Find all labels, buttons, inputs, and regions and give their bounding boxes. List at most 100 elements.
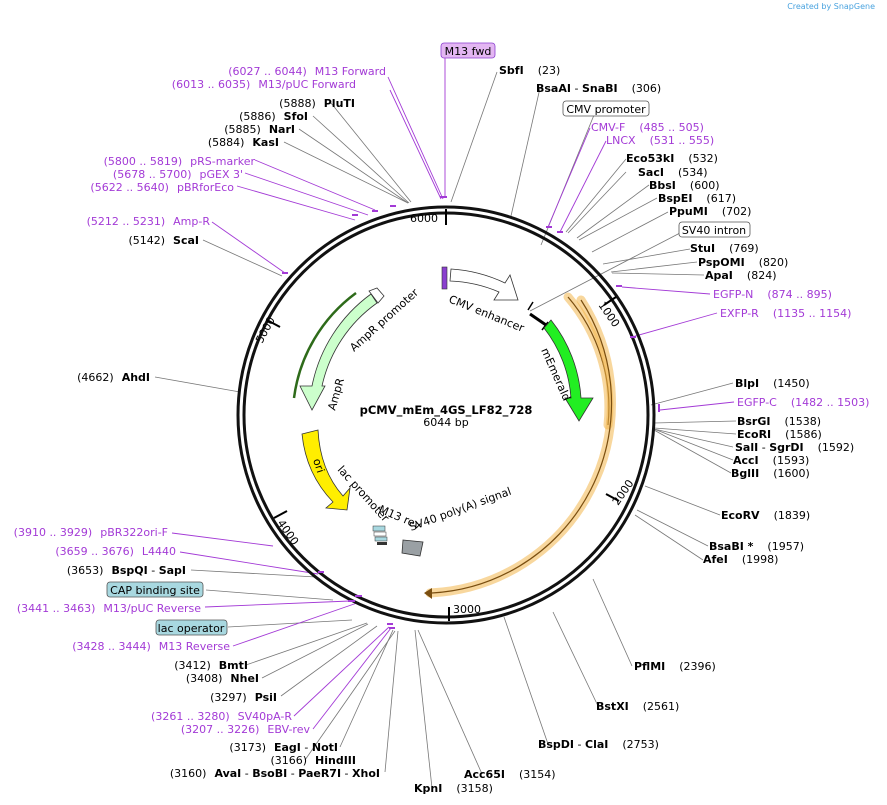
acc65i-pos: (3154): [519, 768, 556, 781]
svg-text:BbsI(600): BbsI (600): [649, 179, 720, 192]
m13-fwd-box-label: M13 fwd: [445, 45, 492, 58]
exfp-r-range: (1135 .. 1154): [773, 307, 852, 320]
stui-pos: (769): [729, 242, 759, 255]
hindiii-label: HindIII: [315, 754, 356, 767]
svg-text:Eco53kI(532): Eco53kI (532): [626, 152, 718, 165]
egfp-n-label: EGFP-N: [713, 288, 753, 301]
sgrdi-label: SgrDI: [769, 441, 803, 454]
eagi-sep: -: [301, 741, 312, 754]
svg-text:BsaBI *(1957): BsaBI * (1957): [709, 540, 804, 553]
tick-label-4000: 4000: [275, 517, 302, 547]
svg-text:EGFP-C(1482 .. 1503): EGFP-C(1482 .. 1503): [737, 396, 869, 409]
pluti-pos: (5888): [279, 97, 316, 110]
snapgene-credit: Created by SnapGene: [787, 2, 875, 11]
svg-text:(5142)ScaI: (5142)ScaI: [128, 234, 199, 247]
bspqi-sep: -: [148, 564, 159, 577]
m13-forward-range: (6027 .. 6044): [228, 65, 307, 78]
ecorv-label: EcoRV: [721, 509, 760, 522]
pbrforeco-label: pBRforEco: [177, 181, 234, 194]
blpi-pos: (1450): [773, 377, 810, 390]
acci-label: AccI: [733, 454, 759, 467]
bspqi-label: BspQI: [111, 564, 147, 577]
bglii-pos: (1600): [773, 467, 810, 480]
svg-text:PflMI(2396): PflMI(2396): [634, 660, 716, 673]
leader-lines: [154, 71, 737, 789]
noti-label: NotI: [312, 741, 338, 754]
eco53ki-pos: (532): [688, 152, 718, 165]
amp-r-label: Amp-R: [173, 215, 210, 228]
lac-promoter-label: lac promoter: [335, 463, 392, 524]
nhei-pos: (3408): [186, 672, 223, 685]
bmti-pos: (3412): [174, 659, 211, 672]
eco53ki-label: Eco53kI: [626, 152, 674, 165]
snabi-label: SnaBI: [582, 82, 618, 95]
long-orf-arrowhead: [424, 588, 432, 599]
prs-marker-label: pRS-marker: [190, 155, 255, 168]
svg-text:(3160)AvaI - BsoBI - PaeR7I -: (3160)AvaI - BsoBI - PaeR7I - XhoI: [170, 767, 380, 780]
sv40pa-r-label: SV40pA-R: [238, 710, 293, 723]
svg-text:BsrGI(1538): BsrGI(1538): [737, 415, 821, 428]
svg-text:BlpI(1450): BlpI(1450): [735, 377, 810, 390]
psii-pos: (3297): [210, 691, 247, 704]
ampr-orf-line: [292, 291, 357, 399]
avai-sep: -: [241, 767, 252, 780]
svg-text:(5884)KasI: (5884)KasI: [208, 136, 279, 149]
saci-pos: (534): [678, 166, 708, 179]
ebv-rev-label: EBV-rev: [267, 723, 310, 736]
primer-sites: [282, 196, 660, 629]
bmti-label: BmtI: [219, 659, 248, 672]
sv40-intron-ends: [527, 301, 549, 331]
svg-text:CMV-F(485 .. 505): CMV-F(485 .. 505): [591, 121, 704, 134]
long-orf-band: [425, 295, 616, 598]
xhoi-label: XhoI: [352, 767, 380, 780]
ecori-label: EcoRI: [737, 428, 771, 441]
bsobi-label: BsoBI: [252, 767, 287, 780]
credit-prefix: Created by: [787, 2, 832, 11]
primer-leader-lines: [171, 76, 735, 730]
pspomi-label: PspOMI: [698, 256, 745, 269]
m13-reverse-range: (3428 .. 3444): [72, 640, 151, 653]
svg-text:(5622 .. 5640)pBRforEco: (5622 .. 5640) pBRforEco: [90, 181, 234, 194]
svg-text:(3428 .. 3444)M13 Reverse: (3428 .. 3444)M13 Reverse: [72, 640, 230, 653]
svg-text:(3653)BspQI - SapI: (3653)BspQI - SapI: [67, 564, 186, 577]
right-labels: SbfI(23) BsaAI - SnaBI(306) CMV-F(485 ..…: [414, 64, 869, 795]
svg-text:EGFP-N(874 .. 895): EGFP-N (874 .. 895): [713, 288, 832, 301]
backbone-outer: [236, 205, 656, 625]
m13-puc-reverse-range: (3441 .. 3463): [17, 602, 96, 615]
cmv-f-range: (485 .. 505): [639, 121, 704, 134]
bbsi-label: BbsI: [649, 179, 676, 192]
svg-text:BglII(1600): BglII(1600): [731, 467, 810, 480]
m13-puc-reverse-label: M13/pUC Reverse: [103, 602, 201, 615]
afei-label: AfeI: [703, 553, 728, 566]
egfp-n-range: (874 .. 895): [767, 288, 832, 301]
sali-sep: -: [758, 441, 769, 454]
bsabi-pos: (1957): [767, 540, 804, 553]
ebv-rev-range: (3207 .. 3226): [181, 723, 260, 736]
sbfi-pos: (23): [538, 64, 561, 77]
bstxi-pos: (2561): [643, 700, 680, 713]
tick-label-3000: 3000: [453, 603, 481, 616]
bbsi-pos: (600): [690, 179, 720, 192]
svg-text:(3261 .. 3280)SV40pA-R: (3261 .. 3280)SV40pA-R: [151, 710, 292, 723]
ppumi-pos: (702): [722, 205, 752, 218]
svg-text:(5888)PluTI: (5888)PluTI: [279, 97, 355, 110]
ampr-label: AmpR: [325, 376, 347, 412]
lncx-range: (531 .. 555): [650, 134, 715, 147]
lac-cluster: [372, 525, 388, 545]
svg-text:EcoRI(1586): EcoRI(1586): [737, 428, 822, 441]
egfp-c-label: EGFP-C: [737, 396, 777, 409]
svg-text:(5885)NarI: (5885)NarI: [224, 123, 295, 136]
boxed-labels: M13 fwd CMV promoter SV40 intron CAP bin…: [106, 42, 751, 636]
pbrforeco-range: (5622 .. 5640): [90, 181, 169, 194]
avai-sep2: -: [287, 767, 298, 780]
svg-text:AfeI(1998): AfeI(1998): [703, 553, 778, 566]
svg-text:Acc65I(3154): Acc65I(3154): [464, 768, 556, 781]
svg-text:(5800 .. 5819)pRS-marker: (5800 .. 5819)pRS-marker: [104, 155, 256, 168]
svg-text:LNCX(531 .. 555): LNCX(531 .. 555): [606, 134, 714, 147]
bsabi-label: BsaBI *: [709, 540, 754, 553]
amp-r-range: (5212 .. 5231): [87, 215, 166, 228]
m13-puc-forward-range: (6013 .. 6035): [172, 78, 251, 91]
svg-text:BspEI(617): BspEI(617): [658, 192, 736, 205]
pgex3-label: pGEX 3': [199, 168, 243, 181]
